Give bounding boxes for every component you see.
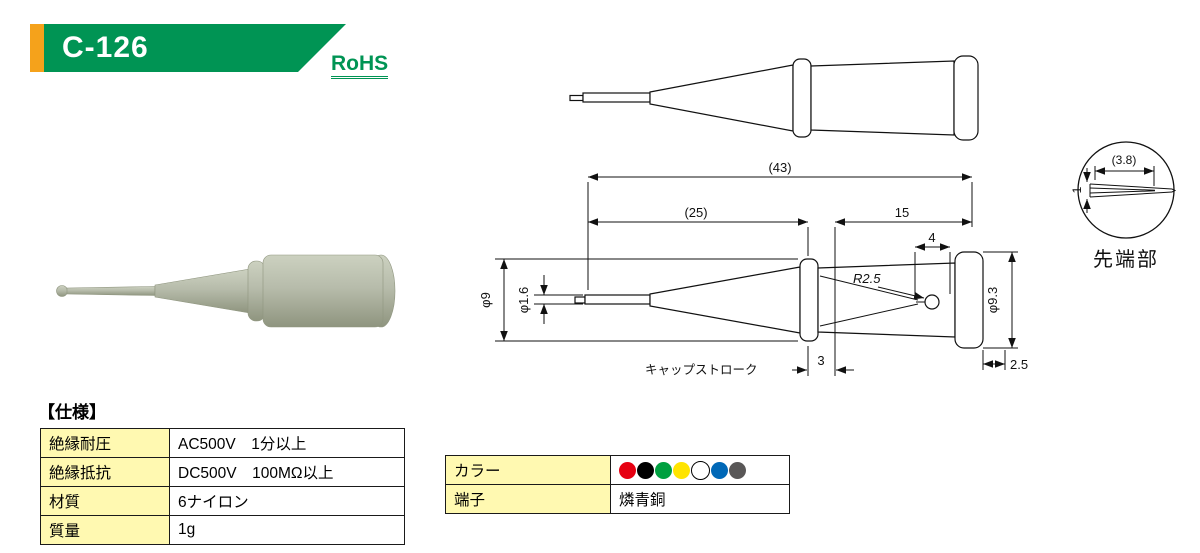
spec-value: DC500V 100MΩ以上 [169,457,405,487]
accent-bar [30,24,44,72]
technical-drawing: (43) (25) 15 φ9 φ1.6 4 R2.5 キャップストローク 3 [478,55,1177,377]
model-number: C-126 [62,31,149,64]
color-dot-gray [729,461,746,479]
terminal-row-label: 端子 [445,484,611,514]
table-row: 絶縁抵抗 DC500V 100MΩ以上 [40,457,405,487]
dim-cap-edge: 2.5 [1010,357,1028,372]
spec-value: AC500V 1分以上 [169,428,405,458]
color-dot-green [655,461,672,479]
color-swatches [610,455,790,485]
table-row: 端子 燐青銅 [445,484,790,514]
dim-hole-offset: 4 [928,230,935,245]
dimensioned-view [574,251,984,349]
spec-label: 絶縁抵抗 [40,457,170,487]
model-banner: C-126 [44,24,346,72]
terminal-value: 燐青銅 [610,484,790,514]
spec-table: 絶縁耐圧 AC500V 1分以上 絶縁抵抗 DC500V 100MΩ以上 材質 … [40,428,405,545]
tip-detail-view: (3.8) 1 先端部 [1070,141,1177,271]
dimension-lines: (43) (25) 15 φ9 φ1.6 4 R2.5 キャップストローク 3 [478,160,1028,377]
tip-detail-caption: 先端部 [1093,248,1159,271]
dim-tip-height: 1 [1070,186,1084,193]
dim-stroke: 3 [817,353,824,368]
dim-body-diameter: φ9 [478,292,493,308]
spec-value: 1g [169,515,405,545]
rohs-badge: RoHS [331,52,389,80]
table-row: 材質 6ナイロン [40,486,405,516]
dim-rear-length: 15 [895,205,909,220]
spec-label: 絶縁耐圧 [40,428,170,458]
product-photo [56,254,396,328]
spec-label: 質量 [40,515,170,545]
color-dot-white [691,460,710,480]
color-dot-black [637,461,654,479]
dim-tip-width: (3.8) [1112,153,1137,167]
dim-tip-diameter: φ1.6 [516,287,531,314]
side-view-outline [569,55,979,141]
dim-front-length: (25) [684,205,707,220]
spec-title: 【仕様】 [38,403,106,422]
probe-clip-photo [56,254,396,328]
color-dot-blue [711,461,728,479]
attribute-table: カラー 端子 燐青銅 [445,455,790,514]
table-row: カラー [445,455,790,485]
color-dot-red [619,461,636,479]
spec-label: 材質 [40,486,170,516]
dim-radius: R2.5 [853,271,881,286]
color-dot-yellow [673,461,690,479]
dim-total-length: (43) [768,160,791,175]
cap-stroke-label: キャップストローク [645,363,758,377]
spec-value: 6ナイロン [169,486,405,516]
table-row: 質量 1g [40,515,405,545]
table-row: 絶縁耐圧 AC500V 1分以上 [40,428,405,458]
color-row-label: カラー [445,455,611,485]
dim-cap-diameter: φ9.3 [985,287,1000,314]
